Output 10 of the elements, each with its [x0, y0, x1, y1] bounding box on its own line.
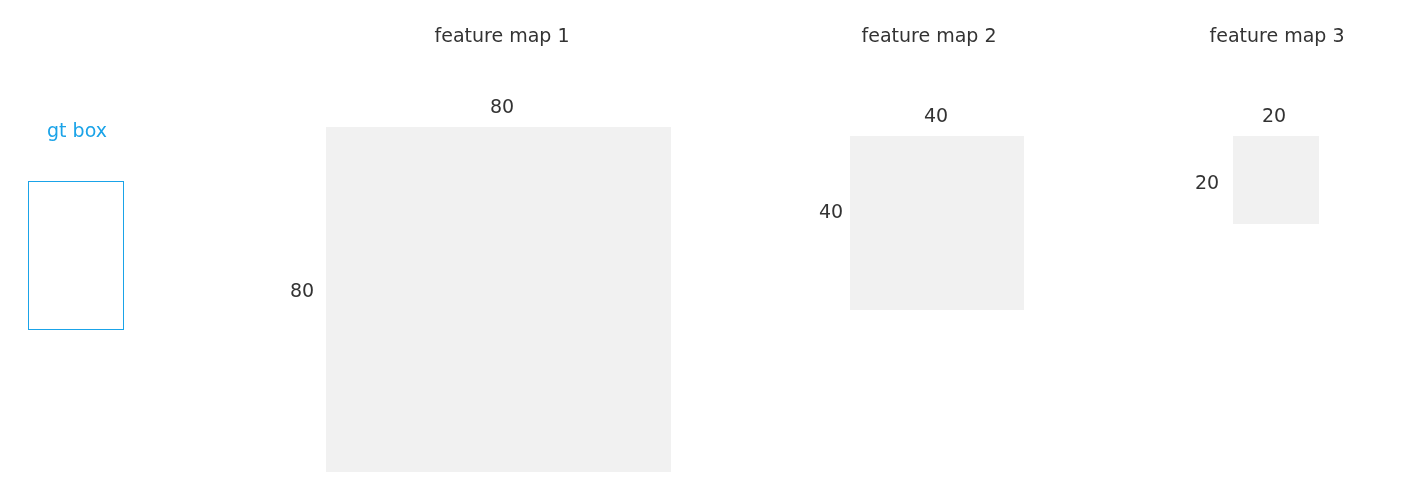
box-title: feature map 2 — [861, 23, 997, 47]
box-title: gt box — [47, 118, 107, 142]
dimension-label: 20 — [1261, 103, 1287, 127]
dimension-label: 40 — [818, 199, 844, 223]
dimension-label: 20 — [1194, 170, 1220, 194]
dimension-label: 40 — [923, 103, 949, 127]
dimension-label: 80 — [489, 94, 515, 118]
box-title: feature map 1 — [434, 23, 570, 47]
box-title: feature map 3 — [1209, 23, 1345, 47]
dimension-label: 80 — [289, 278, 315, 302]
